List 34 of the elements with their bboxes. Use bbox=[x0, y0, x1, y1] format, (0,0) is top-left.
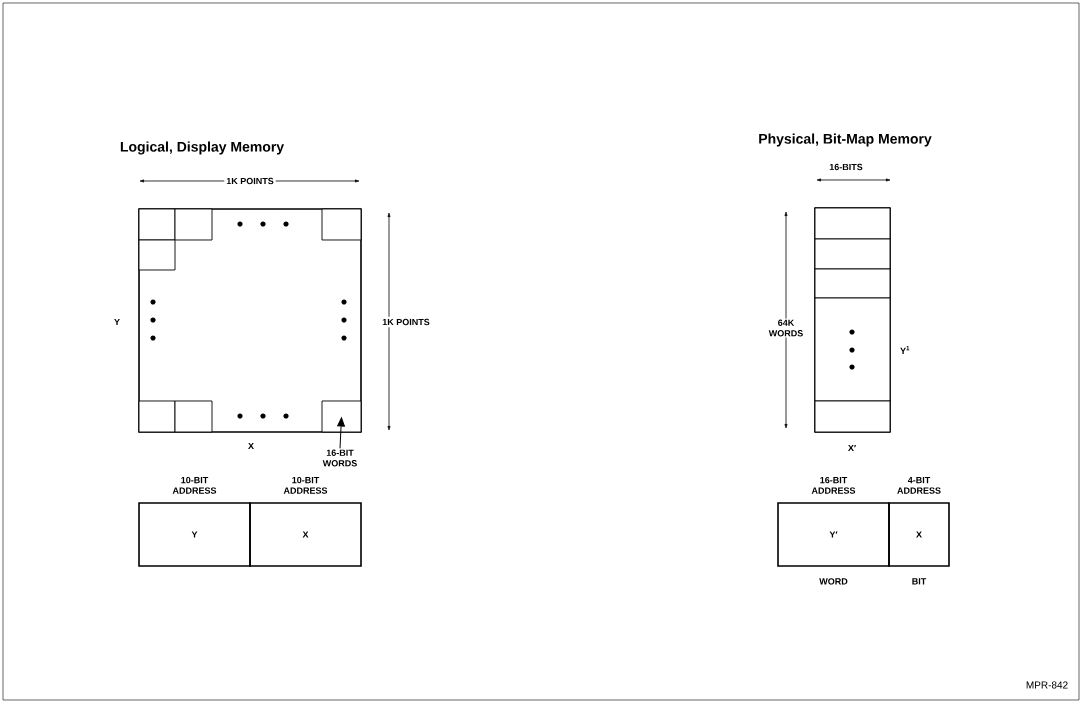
panel-title: Logical, Display Memory bbox=[120, 141, 284, 155]
field-caption: WORD bbox=[819, 578, 848, 585]
axis-label: Y$^{1}$ bbox=[898, 344, 912, 356]
panel-title: Physical, Bit-Map Memory bbox=[759, 133, 932, 147]
memory-cell bbox=[321, 208, 362, 241]
memory-cell bbox=[174, 208, 213, 241]
memory-cell bbox=[174, 400, 213, 433]
callout-text: 16-BIT WORDS bbox=[322, 449, 357, 467]
field-heading: 16-BIT ADDRESS bbox=[811, 476, 856, 494]
address-box: Y bbox=[138, 502, 251, 567]
memory-cell bbox=[814, 268, 891, 299]
field-heading: 10-BIT ADDRESS bbox=[172, 476, 217, 494]
field-heading: 4-BIT ADDRESS bbox=[897, 477, 941, 494]
memory-cell bbox=[138, 239, 176, 271]
memory-cell bbox=[814, 238, 891, 270]
leader-arrow bbox=[337, 417, 345, 449]
figure-number: MPR-842 bbox=[1026, 681, 1068, 689]
memory-cell bbox=[138, 400, 176, 433]
field-heading: 10-BIT ADDRESS bbox=[283, 476, 328, 494]
address-box: Y′ bbox=[777, 502, 890, 567]
memory-cell bbox=[814, 400, 891, 433]
memory-cell bbox=[814, 207, 891, 240]
axis-label: X′ bbox=[845, 442, 859, 454]
axis-label: 16-BITS bbox=[827, 161, 865, 173]
field-caption: BIT bbox=[912, 578, 927, 585]
memory-cell bbox=[321, 400, 362, 433]
axis-label: Y bbox=[112, 316, 122, 328]
axis-label: 1K POINTS bbox=[380, 316, 432, 328]
axis-label: 1K POINTS bbox=[224, 175, 276, 187]
address-box: X bbox=[249, 502, 362, 567]
axis-label: X bbox=[246, 440, 256, 452]
dimension-label: 64K WORDS bbox=[766, 318, 806, 338]
address-box: X bbox=[888, 502, 950, 567]
memory-cell bbox=[138, 208, 176, 241]
